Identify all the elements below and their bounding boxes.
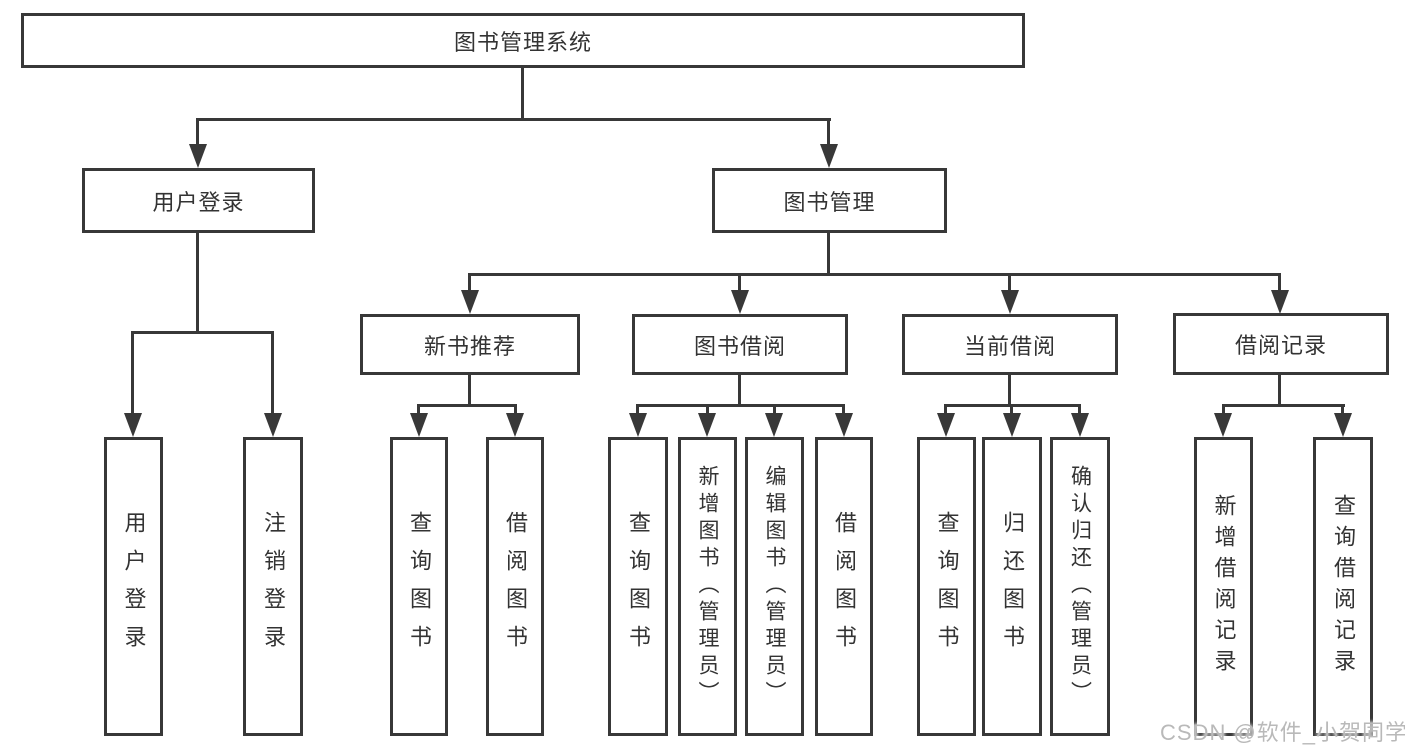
- leaf-borrow-add-books-admin-label: 新增图书（管理员）: [696, 465, 719, 708]
- connector-line: [468, 375, 471, 406]
- arrow-down-icon: [264, 413, 282, 437]
- node-new-book-recommend-label: 新书推荐: [423, 333, 516, 359]
- connector-line: [131, 331, 134, 416]
- connector-line: [738, 273, 741, 295]
- arrow-down-icon: [698, 413, 716, 437]
- connector-line: [827, 233, 830, 276]
- arrow-down-icon: [1001, 290, 1019, 314]
- connector-line: [468, 273, 1281, 276]
- connector-line: [842, 404, 845, 420]
- leaf-recommend-borrow-books: 借阅图书: [486, 437, 544, 736]
- leaf-current-return-books-label: 归还图书: [1000, 510, 1025, 663]
- node-book-management: 图书管理: [712, 168, 947, 233]
- leaf-logout-label: 注销登录: [261, 510, 286, 663]
- node-current-borrow: 当前借阅: [902, 314, 1118, 375]
- node-root: 图书管理系统: [21, 13, 1025, 68]
- leaf-records-query-record-label: 查询借阅记录: [1331, 493, 1356, 680]
- leaf-recommend-query-books: 查询图书: [390, 437, 448, 736]
- leaf-records-add-record: 新增借阅记录: [1194, 437, 1253, 736]
- connector-line: [773, 404, 776, 420]
- connector-line: [944, 404, 947, 420]
- connector-line: [196, 233, 199, 334]
- node-borrow-records-label: 借阅记录: [1234, 333, 1327, 358]
- leaf-user-login-label: 用户登录: [121, 510, 147, 663]
- leaf-borrow-query-books: 查询图书: [608, 437, 668, 736]
- arrow-down-icon: [1334, 413, 1352, 437]
- arrow-down-icon: [1071, 413, 1089, 437]
- arrow-down-icon: [629, 413, 647, 437]
- arrow-down-icon: [506, 413, 524, 437]
- leaf-recommend-borrow-books-label: 借阅图书: [503, 510, 528, 663]
- connector-line: [271, 331, 274, 416]
- leaf-records-add-record-label: 新增借阅记录: [1211, 493, 1237, 680]
- arrow-down-icon: [189, 144, 207, 168]
- node-book-borrow: 图书借阅: [632, 314, 848, 375]
- connector-line: [521, 66, 524, 119]
- arrow-down-icon: [1271, 290, 1289, 314]
- arrow-down-icon: [820, 144, 838, 168]
- leaf-records-query-record: 查询借阅记录: [1313, 437, 1373, 736]
- node-borrow-records: 借阅记录: [1173, 313, 1389, 375]
- node-book-borrow-label: 图书借阅: [693, 333, 786, 359]
- connector-line: [738, 375, 741, 406]
- connector-line: [196, 118, 199, 150]
- arrow-down-icon: [461, 290, 479, 314]
- connector-line: [196, 118, 831, 121]
- leaf-user-login: 用户登录: [104, 437, 163, 736]
- connector-line: [636, 404, 845, 407]
- arrow-down-icon: [410, 413, 428, 437]
- arrow-down-icon: [1003, 413, 1021, 437]
- connector-line: [1278, 375, 1281, 406]
- connector-line: [706, 404, 709, 420]
- connector-line: [1078, 404, 1081, 420]
- leaf-logout: 注销登录: [243, 437, 303, 736]
- leaf-borrow-borrow-books-label: 借阅图书: [832, 510, 857, 663]
- arrow-down-icon: [835, 413, 853, 437]
- connector-line: [1008, 375, 1011, 406]
- connector-line: [636, 404, 639, 420]
- leaf-current-query-books-label: 查询图书: [934, 510, 960, 663]
- connector-line: [131, 331, 274, 334]
- leaf-borrow-edit-books-admin-label: 编辑图书（管理员）: [763, 465, 786, 708]
- connector-line: [1278, 273, 1281, 295]
- connector-line: [514, 404, 517, 420]
- arrow-down-icon: [765, 413, 783, 437]
- leaf-borrow-add-books-admin: 新增图书（管理员）: [678, 437, 737, 736]
- node-book-management-label: 图书管理: [783, 189, 876, 215]
- arrow-down-icon: [1214, 413, 1232, 437]
- connector-line: [417, 404, 517, 407]
- leaf-current-return-books: 归还图书: [982, 437, 1042, 736]
- connector-line: [1222, 404, 1225, 420]
- connector-line: [1341, 404, 1344, 420]
- leaf-current-confirm-return-admin-label: 确认归还（管理员）: [1068, 465, 1092, 708]
- connector-line: [1008, 273, 1011, 295]
- csdn-watermark: CSDN @软件_小贺同学: [1160, 720, 1405, 745]
- connector-line: [827, 118, 830, 150]
- leaf-borrow-edit-books-admin: 编辑图书（管理员）: [745, 437, 804, 736]
- node-root-label: 图书管理系统: [453, 29, 592, 55]
- connector-line: [417, 404, 420, 420]
- arrow-down-icon: [731, 290, 749, 314]
- arrow-down-icon: [937, 413, 955, 437]
- leaf-borrow-query-books-label: 查询图书: [626, 510, 651, 663]
- node-current-borrow-label: 当前借阅: [963, 333, 1056, 359]
- node-user-login: 用户登录: [82, 168, 315, 233]
- leaf-current-confirm-return-admin: 确认归还（管理员）: [1050, 437, 1110, 736]
- connector-line: [1010, 404, 1013, 420]
- arrow-down-icon: [124, 413, 142, 437]
- node-new-book-recommend: 新书推荐: [360, 314, 580, 375]
- node-user-login-label: 用户登录: [152, 189, 245, 215]
- connector-line: [1222, 404, 1345, 407]
- connector-line: [468, 273, 471, 295]
- leaf-recommend-query-books-label: 查询图书: [407, 510, 432, 663]
- leaf-borrow-borrow-books: 借阅图书: [815, 437, 873, 736]
- leaf-current-query-books: 查询图书: [917, 437, 976, 736]
